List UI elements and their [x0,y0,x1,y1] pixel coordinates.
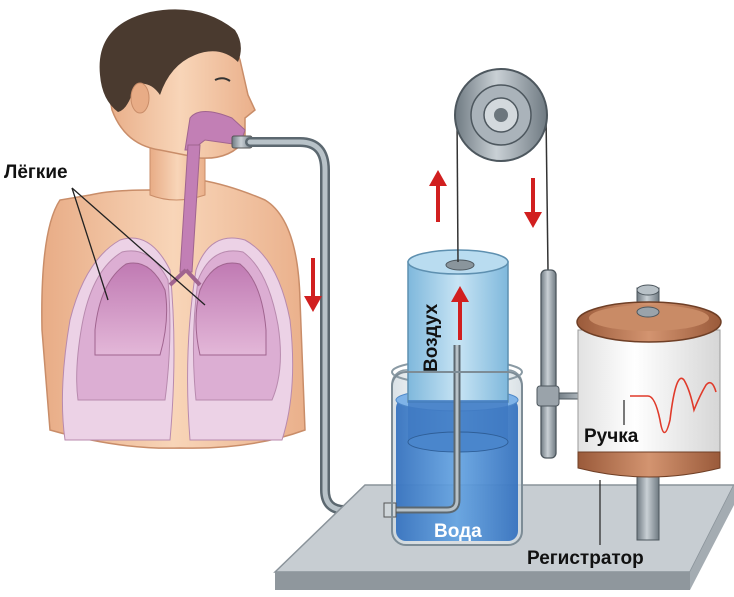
rope-right [546,115,548,270]
cylinder-hook [446,260,474,270]
platform-front [275,572,690,590]
label-recorder: Регистратор [527,548,644,569]
rope-left [457,115,458,262]
pulley-icon [455,69,547,161]
drum-shaft-top [637,285,659,295]
label-lungs: Лёгкие [4,162,68,183]
arrow-down-icon [304,258,322,312]
pen-clamp [537,386,559,406]
label-air: Воздух [421,303,442,372]
arrow-down-icon [524,178,542,228]
pipe-connector [384,503,396,517]
counterweight-rod [541,270,556,458]
drum-bottom-cap [578,452,720,477]
label-pen: Ручка [584,426,639,447]
ear [131,83,149,113]
person-figure [42,9,305,448]
arrow-up-icon [429,170,447,222]
drum-shaft-hub [637,307,659,317]
label-water: Вода [434,521,482,542]
